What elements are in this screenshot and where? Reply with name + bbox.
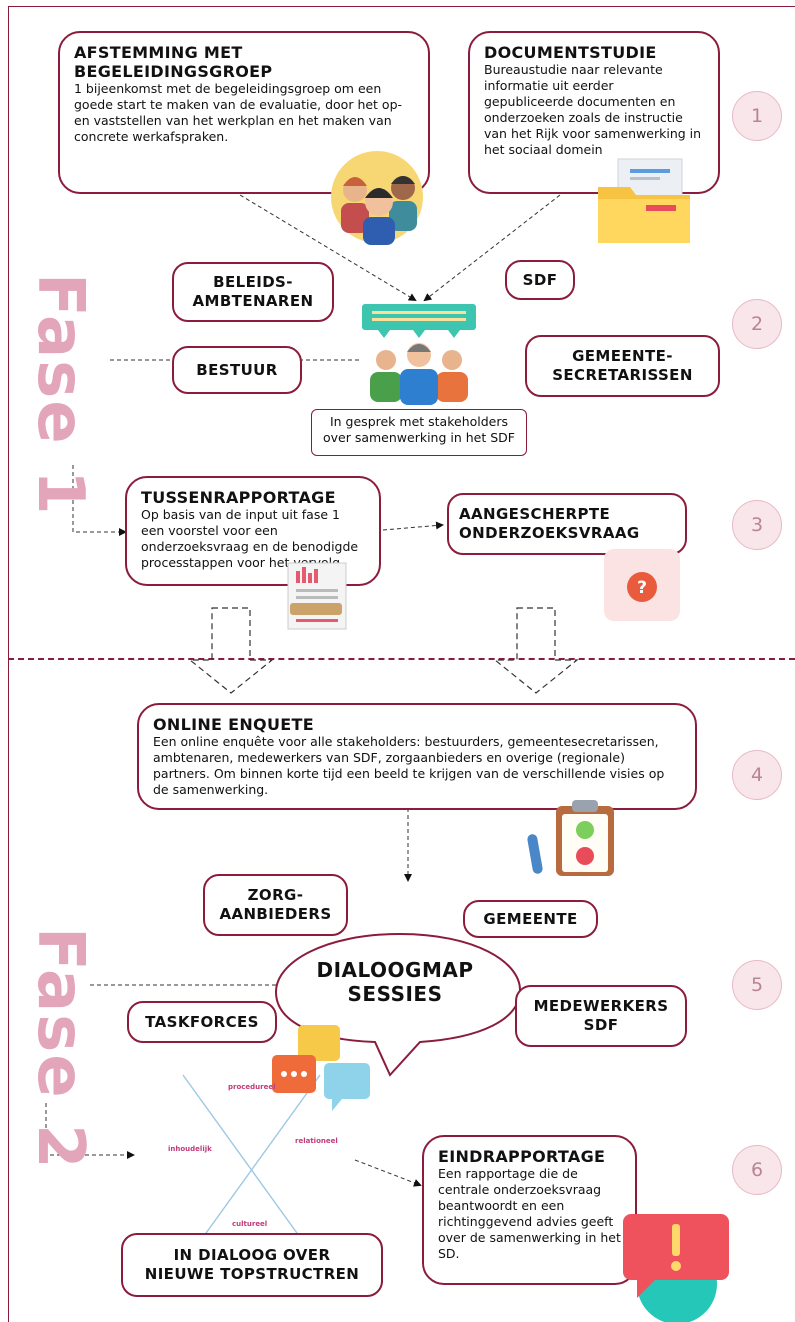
gemeentesecretarissen-label: GEMEENTE- SECRETARISSEN (525, 335, 720, 397)
quadrant-cultureel: cultureel (232, 1220, 268, 1228)
aangescherpte-label: AANGESCHERPTE ONDERZOEKSVRAAG (447, 493, 687, 555)
report-icon (287, 562, 347, 630)
stakeholder-caption: In gesprek met stakeholders over samenwe… (311, 409, 527, 456)
stakeholder-speech-icon (362, 304, 476, 405)
quadrant-relationeel: relationeel (295, 1137, 338, 1145)
medewerkers-label: MEDEWERKERS SDF (515, 985, 687, 1047)
afstemming-title: AFSTEMMING MET BEGELEIDINGSGROEP (74, 43, 273, 81)
transition-arrow-left (188, 607, 274, 694)
step-circle-2: 2 (732, 299, 782, 349)
documentstudie-text: Bureaustudie naar relevante informatie u… (484, 62, 702, 157)
step-circle-4: 4 (732, 750, 782, 800)
quadrant-inhoudelijk: inhoudelijk (168, 1145, 212, 1153)
connector-to-aangescherpte (382, 521, 444, 531)
taskforces-label: TASKFORCES (127, 1001, 277, 1043)
step-circle-5: 5 (732, 960, 782, 1010)
online-enquete-box: ONLINE ENQUETE Een online enquête voor a… (137, 703, 697, 810)
connector-to-tussenrapportage (72, 465, 127, 536)
gemeente-label: GEMEENTE (463, 900, 598, 938)
eindrapportage-box: EINDRAPPORTAGE Een rapportage die de cen… (422, 1135, 637, 1285)
afstemming-text: 1 bijeenkomst met de begeleidingsgroep o… (74, 81, 403, 144)
frame-left-border (8, 6, 9, 1322)
dialoogmap-bubble (274, 932, 522, 1077)
transition-arrow-right (493, 607, 579, 694)
eindrapportage-title: EINDRAPPORTAGE (438, 1147, 606, 1166)
online-enquete-text: Een online enquête voor alle stakeholder… (153, 734, 665, 797)
eindrapportage-text: Een rapportage die de centrale onderzoek… (438, 1166, 621, 1261)
survey-clipboard-icon (527, 800, 614, 876)
phase-divider (8, 658, 795, 660)
zorgaanbieders-label: ZORG- AANBIEDERS (203, 874, 348, 936)
tussenrapportage-title: TUSSENRAPPORTAGE (141, 488, 336, 507)
step-circle-1: 1 (732, 91, 782, 141)
beleidsambtenaren-label: BELEIDS- AMBTENAREN (172, 262, 334, 322)
phase1-label: Fase 1 (23, 273, 97, 517)
chat-bubbles-icon (272, 1025, 370, 1111)
in-dialoog-label: IN DIALOOG OVER NIEUWE TOPSTRUCTREN (121, 1233, 383, 1297)
online-enquete-title: ONLINE ENQUETE (153, 715, 314, 734)
connector-afstemming (239, 194, 417, 302)
documentstudie-title: DOCUMENTSTUDIE (484, 43, 657, 62)
quadrant-procedureel: procedureel (228, 1083, 276, 1091)
phase2-label: Fase 2 (23, 927, 97, 1171)
connector-to-eindrapportage (354, 1159, 422, 1187)
frame-top-border (8, 6, 795, 7)
connector-to-quadrant (45, 1103, 135, 1159)
svg-text:?: ? (637, 578, 647, 598)
step-circle-3: 3 (732, 500, 782, 550)
dialoogmap-title: DIALOOGMAP SESSIES (316, 958, 474, 1006)
question-icon: ? (604, 549, 680, 621)
connector-documentstudie (423, 194, 561, 302)
people-group-icon (331, 151, 423, 245)
alert-bubble-icon (623, 1214, 729, 1322)
sdf-label: SDF (505, 260, 575, 300)
bestuur-label: BESTUUR (172, 346, 302, 394)
afstemming-box: AFSTEMMING MET BEGELEIDINGSGROEP 1 bijee… (58, 31, 430, 194)
folder-icon (598, 158, 690, 243)
step-circle-6: 6 (732, 1145, 782, 1195)
